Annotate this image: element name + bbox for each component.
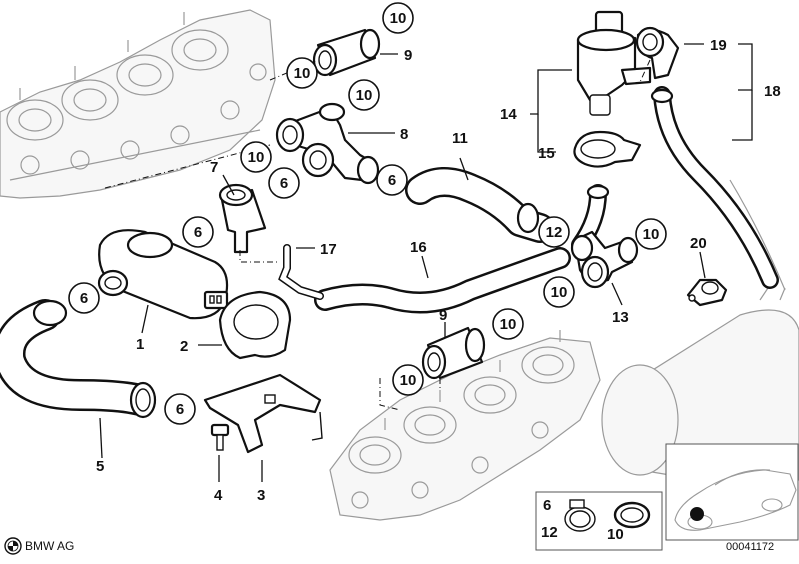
callout-6-a: 6 bbox=[268, 167, 300, 199]
label-3: 3 bbox=[257, 487, 265, 504]
t-connector-8 bbox=[275, 102, 380, 185]
callout-6-e: 6 bbox=[164, 393, 196, 425]
callout-10-f: 10 bbox=[543, 276, 575, 308]
idle-control-valve-1 bbox=[97, 229, 229, 320]
svg-text:10: 10 bbox=[356, 87, 373, 104]
callout-10-g: 10 bbox=[492, 308, 524, 340]
elbow-hose-19 bbox=[635, 26, 680, 80]
svg-text:10: 10 bbox=[551, 284, 568, 301]
brand-caption: BMW AG bbox=[25, 539, 75, 553]
label-17: 17 bbox=[320, 241, 337, 258]
label-9-lower: 9 bbox=[439, 307, 447, 324]
intake-hose-5 bbox=[0, 299, 157, 419]
svg-text:10: 10 bbox=[400, 372, 417, 389]
hose-18 bbox=[650, 86, 786, 291]
callout-circles: 10 10 10 10 6 6 6 12 bbox=[68, 2, 667, 425]
callout-10-b: 10 bbox=[286, 57, 318, 89]
bmw-logo bbox=[4, 537, 22, 555]
hose-11 bbox=[405, 167, 555, 243]
lower-throttle-assembly-ghost bbox=[329, 330, 601, 521]
part-number-labels: 9 8 7 11 17 16 1 2 5 4 3 9 13 20 14 15 1… bbox=[96, 37, 781, 504]
svg-text:10: 10 bbox=[294, 65, 311, 82]
callout-6-d: 6 bbox=[68, 282, 100, 314]
svg-text:10: 10 bbox=[390, 10, 407, 27]
label-1: 1 bbox=[136, 336, 144, 353]
callout-10-e: 10 bbox=[635, 218, 667, 250]
label-4: 4 bbox=[214, 487, 223, 504]
label-9-top: 9 bbox=[404, 47, 412, 64]
bolt-4 bbox=[210, 423, 230, 451]
svg-text:10: 10 bbox=[500, 316, 517, 333]
t-connector-13 bbox=[570, 230, 639, 289]
callout-6-c: 6 bbox=[182, 216, 214, 248]
label-19: 19 bbox=[710, 37, 727, 54]
svg-text:6: 6 bbox=[176, 401, 184, 418]
label-5: 5 bbox=[96, 458, 104, 475]
connector-tube-17 bbox=[278, 244, 324, 300]
callout-10-d: 10 bbox=[240, 141, 272, 173]
purge-valve-14 bbox=[576, 10, 652, 116]
label-8: 8 bbox=[400, 126, 408, 143]
label-14: 14 bbox=[500, 106, 517, 123]
diagram-number: 00041172 bbox=[726, 541, 775, 553]
label-18: 18 bbox=[764, 83, 781, 100]
label-7: 7 bbox=[210, 159, 218, 176]
svg-text:6: 6 bbox=[388, 172, 396, 189]
callout-10-c: 10 bbox=[348, 79, 380, 111]
valve-holder-2 bbox=[218, 290, 292, 360]
svg-text:10: 10 bbox=[643, 226, 660, 243]
svg-text:6: 6 bbox=[280, 175, 288, 192]
hose-clip-20 bbox=[686, 278, 728, 307]
label-16: 16 bbox=[410, 239, 427, 256]
label-13: 13 bbox=[612, 309, 629, 326]
label-11: 11 bbox=[452, 130, 468, 147]
svg-text:12: 12 bbox=[546, 224, 563, 241]
callout-12-a: 12 bbox=[538, 216, 570, 248]
o-ring-icon bbox=[613, 501, 651, 529]
callout-10-a: 10 bbox=[382, 2, 414, 34]
elbow-connector-7 bbox=[218, 183, 267, 254]
connector-pipe-9-lower bbox=[421, 326, 486, 380]
hose-clamp-icon bbox=[564, 499, 596, 532]
svg-text:10: 10 bbox=[248, 149, 265, 166]
mounting-bracket-3 bbox=[203, 373, 323, 454]
leader-lines bbox=[99, 43, 753, 482]
label-20: 20 bbox=[690, 235, 707, 252]
hose-16 bbox=[314, 247, 571, 314]
callout-6-b: 6 bbox=[376, 164, 408, 196]
location-marker bbox=[690, 507, 704, 521]
callout-10-h: 10 bbox=[392, 364, 424, 396]
svg-text:10: 10 bbox=[607, 526, 624, 543]
svg-text:6: 6 bbox=[194, 224, 202, 241]
canister-ghost bbox=[601, 284, 799, 481]
upper-throttle-assembly-ghost bbox=[0, 9, 276, 199]
grommet-15 bbox=[573, 130, 642, 168]
svg-text:6: 6 bbox=[543, 497, 551, 514]
svg-text:12: 12 bbox=[541, 524, 558, 541]
vehicle-location-box bbox=[665, 443, 799, 541]
label-15: 15 bbox=[538, 145, 555, 162]
connector-pipe-9-top bbox=[312, 28, 381, 77]
label-2: 2 bbox=[180, 338, 188, 355]
clamp-legend-box: 6 12 10 bbox=[535, 491, 663, 551]
svg-text:6: 6 bbox=[80, 290, 88, 307]
